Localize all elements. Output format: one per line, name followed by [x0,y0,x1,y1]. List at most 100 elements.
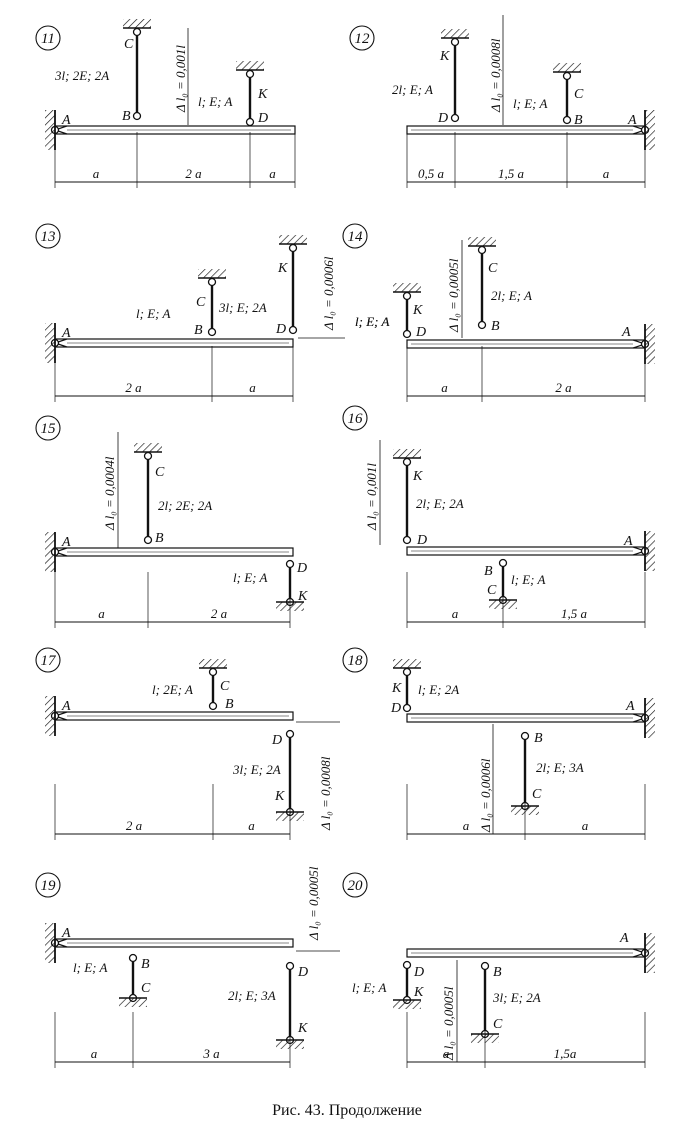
dimension-label: 3 a [202,1046,220,1061]
problem-number: 16 [348,411,364,427]
problem-number-circle [349,25,375,51]
problem-number-circle [342,223,368,249]
label-A: A [61,113,71,128]
label-D: D [416,533,427,548]
rod-hinge-top [208,667,218,677]
label-A: A [61,926,71,941]
dimension-label: a [452,606,459,621]
ceiling-support [236,61,264,70]
dimension-label: 1,5 a [561,606,588,621]
label-A: A [61,326,71,341]
label-B: B [141,957,150,972]
gap-label: Δ l₀ = 0,0005l [441,986,456,1061]
wall-support [45,923,55,963]
wall-support [45,532,55,572]
problem-number-circle [35,415,61,441]
rod-hinge-top [402,960,412,970]
rod-hinge-top [562,71,572,81]
rod-hinge-top [207,277,217,287]
ceiling-support [393,283,421,292]
rod1-params: 2l; E; 2A [416,496,464,511]
rod2-params: l; E; A [513,96,547,111]
rod1-params: l; E; 2A [418,682,459,697]
gap-label: Δ l₀ = 0,0008l [488,38,503,113]
rod-hinge-top [285,961,295,971]
label-K: K [297,1021,308,1036]
problem-number: 12 [355,31,371,47]
rod-hinge-top [245,69,255,79]
label-B: B [493,965,502,980]
label-K: K [297,589,308,604]
rod-hinge-top [402,291,412,301]
rod-hinge-bottom [562,115,572,125]
wall-support [645,933,655,973]
dimension-label: a [249,380,256,395]
gap-label: Δ l₀ = 0,0006l [478,758,493,833]
ceiling-support [123,19,151,28]
floor-support [393,1000,421,1009]
rod2-params: 2l; E; 3A [536,760,584,775]
label-C: C [124,37,134,52]
label-B: B [574,113,583,128]
label-C: C [487,583,497,598]
label-B: B [484,564,493,579]
problem-number: 13 [41,229,56,245]
rod-hinge-top [285,729,295,739]
rod-hinge-bottom [245,117,255,127]
label-C: C [488,261,498,276]
label-D: D [296,561,307,576]
rod-hinge-top [498,558,508,568]
rod-hinge-top [402,457,412,467]
label-D: D [415,325,426,340]
gap-label: Δ l₀ = 0,0004l [102,456,117,531]
label-C: C [532,787,542,802]
problem-number-circle [35,223,61,249]
problem-number-circle [342,647,368,673]
wall-support [645,531,655,571]
label-A: A [619,931,629,946]
label-K: K [412,469,423,484]
label-A: A [61,535,71,550]
wall-support [645,698,655,738]
ceiling-support [134,443,162,452]
problem-number: 15 [41,421,57,437]
rod1-params: l; E; A [355,314,389,329]
label-B: B [225,697,234,712]
rod2-params: 3l; E; 2A [492,990,541,1005]
rod-hinge-bottom [402,329,412,339]
label-A: A [625,699,635,714]
label-K: K [412,303,423,318]
label-K: K [277,261,288,276]
dimension-label: 2 a [125,380,142,395]
label-C: C [220,679,230,694]
dimension-label: 0,5 a [418,166,445,181]
ceiling-support [553,63,581,72]
wall-support [645,110,655,150]
ceiling-support [199,659,227,668]
gap-label: Δ l₀ = 0,0005l [306,866,321,941]
rod2-params: 2l; E; 3A [228,988,276,1003]
problem-number: 14 [348,229,364,245]
dimension-label: a [603,166,610,181]
rod-hinge-top [450,37,460,47]
rod2-params: l; E; A [355,314,389,329]
rod-hinge-top [520,731,530,741]
label-A: A [623,534,633,549]
gap-label: Δ l₀ = 0,0005l [446,258,461,333]
rod-hinge-top [480,961,490,971]
rod1-params: 2l; E; A [392,82,433,97]
rod2-params: l; E; A [233,570,267,585]
label-D: D [413,965,424,980]
label-D: D [275,322,286,337]
ceiling-support [468,237,496,246]
dimension-label: a [441,380,448,395]
label-A: A [627,113,637,128]
label-B: B [155,531,164,546]
wall-support [45,696,55,736]
problem-number: 19 [41,878,57,894]
dimension-label: 1,5a [554,1046,577,1061]
gap-label: Δ l₀ = 0,0006l [321,256,336,331]
problem-number-circle [35,25,61,51]
